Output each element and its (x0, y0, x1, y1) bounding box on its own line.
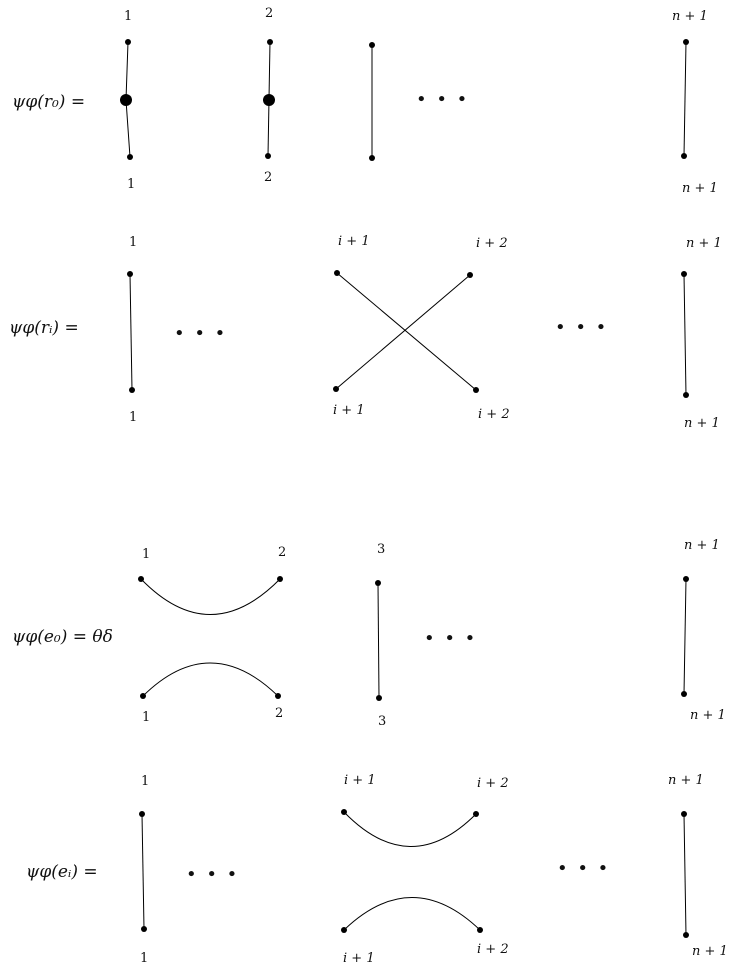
top-label-2: 2 (265, 6, 273, 21)
equation-ri: ψφ(rᵢ) = (9, 318, 79, 338)
node (473, 811, 479, 817)
bottom-label-n1: n + 1 (684, 416, 720, 431)
ellipsis: • • • (424, 628, 477, 649)
strand-1 (141, 813, 145, 930)
bottom-label-1: 1 (127, 177, 135, 192)
top-label-1: 1 (142, 547, 150, 562)
node (138, 576, 144, 582)
ellipsis-left: • • • (174, 323, 227, 344)
top-label-n1: n + 1 (686, 236, 722, 251)
top-label-n1: n + 1 (672, 9, 708, 24)
node (141, 926, 147, 932)
top-label-n1: n + 1 (684, 538, 720, 553)
top-label-i2: i + 2 (477, 776, 509, 791)
bottom-label-2: 2 (264, 170, 272, 185)
panel-r0: ψφ(r₀) = 1 2 n + 1 1 2 n + 1 • • • (12, 6, 718, 196)
node (127, 271, 133, 277)
node (369, 155, 375, 161)
node (334, 270, 340, 276)
panel-e0: ψφ(e₀) = θδ 1 2 3 n + 1 1 2 3 n + 1 • • … (12, 538, 726, 729)
ellipsis-right: • • • (557, 858, 610, 879)
bottom-label-2: 2 (275, 706, 283, 721)
top-label-i1: i + 1 (344, 773, 376, 788)
crossing-strand-a (336, 272, 477, 391)
node (477, 927, 483, 933)
bottom-label-1: 1 (142, 710, 150, 725)
node (369, 42, 375, 48)
node (681, 271, 687, 277)
node (277, 576, 283, 582)
node (333, 386, 339, 392)
bottom-label-i1: i + 1 (333, 403, 365, 418)
bottom-label-1: 1 (140, 951, 148, 966)
panel-ei: ψφ(eᵢ) = 1 i + 1 i + 2 n + 1 1 i + 1 i +… (26, 773, 728, 966)
ellipsis-left: • • • (186, 864, 239, 885)
equation-ei: ψφ(eᵢ) = (26, 862, 98, 882)
top-label-i1: i + 1 (338, 234, 370, 249)
bottom-label-1: 1 (129, 410, 137, 425)
strand-n1 (683, 578, 687, 695)
node (125, 39, 131, 45)
bottom-label-n1: n + 1 (692, 944, 728, 959)
cap-bottom (142, 662, 279, 697)
node (140, 693, 146, 699)
crossing-strand-b (335, 274, 471, 390)
node (683, 392, 689, 398)
node (375, 580, 381, 586)
node (681, 691, 687, 697)
node (473, 387, 479, 393)
ellipsis: • • • (416, 89, 469, 110)
node (139, 811, 145, 817)
bottom-label-3: 3 (378, 714, 386, 729)
bottom-label-i2: i + 2 (477, 942, 509, 957)
node (683, 932, 689, 938)
panel-ri: ψφ(rᵢ) = 1 i + 1 i + 2 n + 1 1 i + 1 i +… (9, 234, 722, 431)
bottom-label-n1: n + 1 (682, 181, 718, 196)
node-big (263, 94, 275, 106)
strand-1 (129, 273, 133, 391)
node-big (120, 94, 132, 106)
node (341, 809, 347, 815)
node (681, 153, 687, 159)
top-label-1: 1 (141, 774, 149, 789)
equation-e0: ψφ(e₀) = θδ (12, 627, 113, 647)
strand-3 (377, 582, 380, 699)
cap-bottom (343, 897, 481, 931)
bottom-label-i1: i + 1 (343, 951, 375, 966)
node (467, 272, 473, 278)
node (376, 695, 382, 701)
bottom-label-n1: n + 1 (690, 708, 726, 723)
node (683, 39, 689, 45)
node (129, 387, 135, 393)
node (275, 693, 281, 699)
node (681, 811, 687, 817)
node (683, 576, 689, 582)
cup-top (140, 578, 281, 615)
strand-n1 (683, 41, 687, 157)
top-label-2: 2 (278, 545, 286, 560)
equation-r0: ψφ(r₀) = (12, 92, 85, 112)
strand-n1 (683, 273, 687, 396)
top-label-1: 1 (124, 9, 132, 24)
node (265, 153, 271, 159)
strand-n1 (683, 813, 687, 936)
top-label-n1: n + 1 (668, 773, 704, 788)
node (341, 927, 347, 933)
top-label-3: 3 (377, 542, 385, 557)
top-label-i2: i + 2 (476, 236, 508, 251)
node (127, 154, 133, 160)
node (267, 39, 273, 45)
top-label-1: 1 (129, 235, 137, 250)
cup-top (343, 811, 477, 847)
bottom-label-i2: i + 2 (478, 407, 510, 422)
ellipsis-right: • • • (555, 317, 608, 338)
